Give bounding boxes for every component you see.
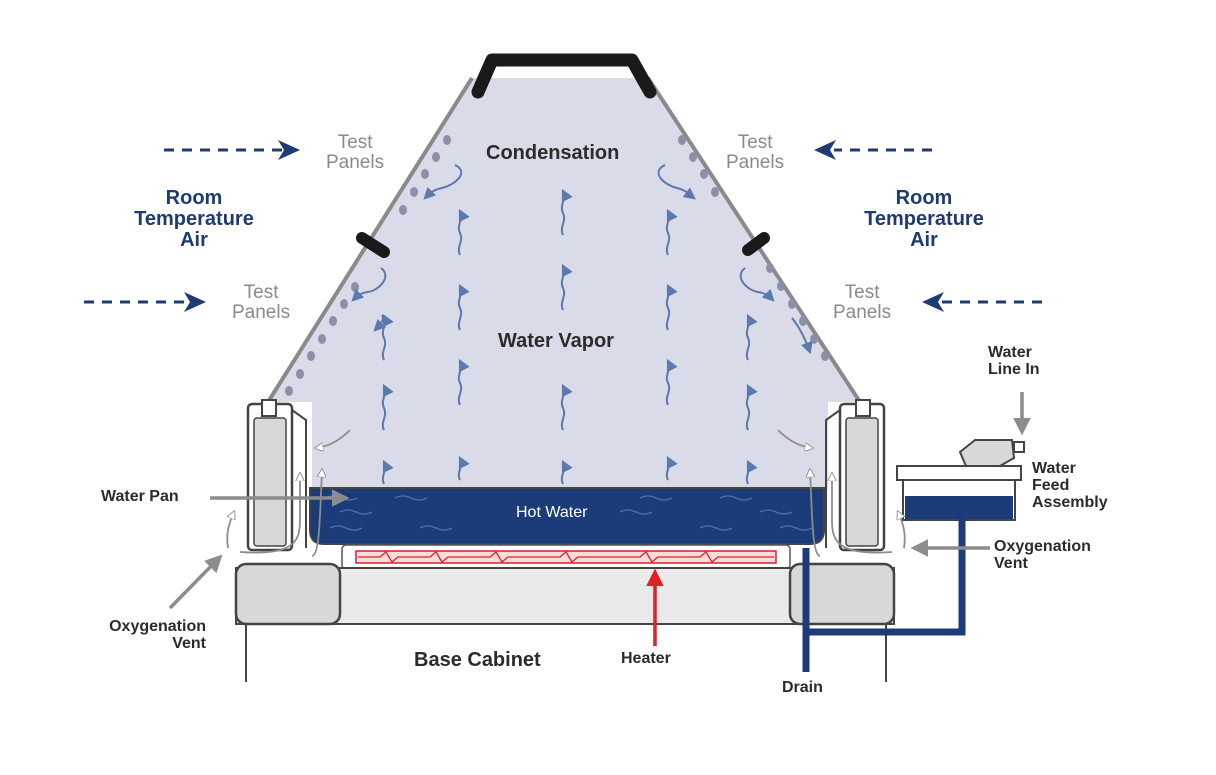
oxygenation-line1: Oxygenation: [994, 538, 1091, 555]
base-cabinet-right-block: [788, 562, 896, 626]
test-panels-line2: Panels: [232, 301, 291, 323]
water-feed-assembly: [896, 439, 1025, 521]
water-line-line2: Line In: [988, 360, 1040, 378]
water-line-line1: Water: [988, 344, 1032, 361]
chamber-top-cap: [471, 53, 657, 99]
test-panels-line1: Test: [243, 282, 279, 303]
water-feed-line1: Water: [1032, 460, 1076, 477]
room-air-line3: Air: [910, 229, 938, 251]
test-panels-line2: Panels: [726, 151, 785, 173]
drain-plumbing: [802, 518, 966, 672]
wall-flow-arrows: [351, 164, 813, 355]
test-panels-line1: Test: [337, 132, 373, 153]
heater-element: [355, 550, 777, 564]
oxygenation-line2: Vent: [172, 634, 206, 652]
heater-coil: [358, 551, 774, 563]
left-side-column: [246, 399, 307, 552]
right-side-column: [825, 399, 886, 552]
water-line-in-label: Water Line In: [988, 344, 1040, 379]
oxygenation-line2: Vent: [994, 554, 1028, 572]
room-air-line2: Temperature: [134, 208, 254, 230]
water-pan: [309, 487, 825, 545]
drain-label: Drain: [782, 679, 823, 696]
oxygenation-vent-label-left: Oxygenation Vent: [88, 618, 206, 653]
oxygenation-airflow-arrows: [226, 429, 906, 557]
test-panels-label-upper-left: Test Panels: [326, 133, 384, 173]
water-pan-label: Water Pan: [101, 488, 179, 505]
room-air-arrows: [84, 148, 1042, 304]
test-panels-label-lower-left: Test Panels: [232, 283, 290, 323]
test-panels-label-upper-right: Test Panels: [726, 133, 784, 173]
room-temperature-air-label-left: Room Temperature Air: [124, 188, 264, 251]
test-panels-line2: Panels: [833, 301, 892, 323]
condensation-droplets-left: [285, 135, 451, 396]
room-air-line1: Room: [895, 187, 953, 209]
room-air-line1: Room: [165, 187, 223, 209]
room-air-arrowheads: [184, 140, 944, 312]
oxygenation-line1: Oxygenation: [109, 618, 206, 635]
test-panels-line1: Test: [844, 282, 880, 303]
chamber-interior: [268, 78, 860, 490]
vapor-rising-arrows: [381, 188, 758, 485]
right-panel-clamp: [742, 232, 770, 256]
test-panels-line1: Test: [737, 132, 773, 153]
water-feed-line2: Feed: [1032, 476, 1070, 494]
water-vapor-label: Water Vapor: [498, 330, 614, 352]
test-panels-line2: Panels: [326, 151, 385, 173]
base-cabinet-left-block: [234, 562, 342, 626]
heater-label: Heater: [621, 650, 671, 667]
base-cabinet-label: Base Cabinet: [414, 649, 541, 671]
condensation-label: Condensation: [486, 142, 620, 164]
left-panel-clamp: [356, 232, 390, 258]
room-temperature-air-label-right: Room Temperature Air: [854, 188, 994, 251]
test-panels-label-lower-right: Test Panels: [833, 283, 891, 323]
oxygenation-vent-left-pointer-arrow: [168, 554, 223, 610]
oxygenation-vent-label-right: Oxygenation Vent: [994, 538, 1091, 573]
room-air-line3: Air: [180, 229, 208, 251]
water-feed-line3: Assembly: [1032, 493, 1108, 511]
water-feed-assembly-label: Water Feed Assembly: [1032, 460, 1108, 511]
hot-water-label: Hot Water: [516, 504, 588, 521]
room-air-line2: Temperature: [864, 208, 984, 230]
